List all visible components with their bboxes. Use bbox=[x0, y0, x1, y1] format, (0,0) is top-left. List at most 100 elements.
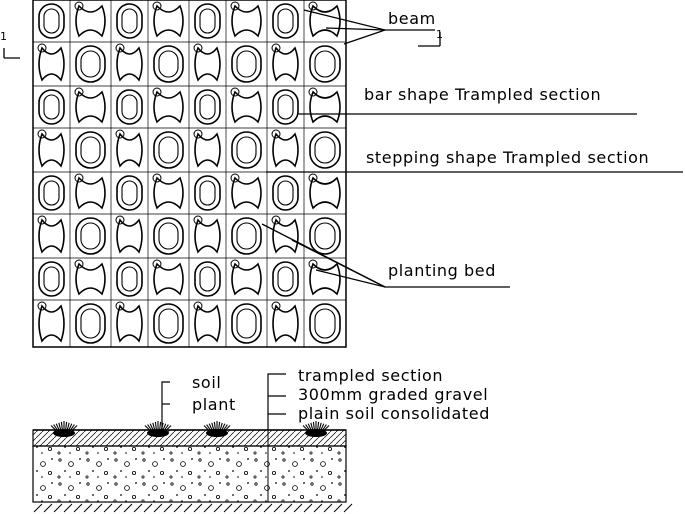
plant-leaf bbox=[213, 421, 217, 432]
plant-leaf bbox=[208, 423, 214, 432]
plant-leaf bbox=[165, 425, 172, 432]
stepping-section-label: stepping shape Trampled section bbox=[366, 148, 649, 167]
bar-shape-cell-outer bbox=[38, 175, 65, 211]
stepping-shape-cell bbox=[194, 46, 221, 82]
bar-shape-cell-inner bbox=[199, 180, 216, 206]
plant-leaf bbox=[312, 421, 316, 432]
plant-leaf bbox=[206, 424, 212, 432]
beam-node bbox=[152, 1, 162, 11]
ground-hatch-stroke bbox=[113, 503, 123, 513]
soil-leader bbox=[161, 381, 170, 430]
ground-hatch-stroke bbox=[273, 503, 283, 513]
stepping-shape-cell bbox=[231, 262, 262, 296]
stepping-shape-cell bbox=[153, 176, 184, 210]
stepping-shape-cell bbox=[194, 132, 221, 168]
ground-hatch-stroke bbox=[83, 503, 93, 513]
beam-node bbox=[37, 301, 47, 311]
beam-node bbox=[115, 43, 125, 53]
stepping-shape-cell bbox=[309, 90, 341, 124]
bar-shape-cell-inner bbox=[314, 222, 336, 250]
ground-hatch-stroke bbox=[153, 503, 163, 513]
ground-hatch-stroke bbox=[193, 503, 203, 513]
plant-leaf bbox=[158, 421, 162, 432]
bar-shape-cell-outer bbox=[309, 217, 341, 255]
trampled-label: trampled section bbox=[298, 366, 443, 385]
beam-node bbox=[308, 173, 318, 183]
beam-node bbox=[152, 259, 162, 269]
stepping-shape-cell bbox=[75, 90, 106, 124]
stepping-shape-cell bbox=[309, 176, 341, 210]
bar-shape-cell-inner bbox=[121, 8, 138, 34]
plant-leaf bbox=[69, 424, 75, 432]
ground-hatch-stroke bbox=[213, 503, 223, 513]
beam-node bbox=[230, 87, 240, 97]
bar-shape-cell-inner bbox=[314, 136, 336, 164]
beam-node bbox=[308, 259, 318, 269]
stepping-shape-cell bbox=[75, 262, 106, 296]
plant-leaf bbox=[144, 425, 151, 432]
ground-hatch-stroke bbox=[263, 503, 273, 513]
beam-node bbox=[193, 215, 203, 225]
bar-shape-cell-inner bbox=[158, 308, 179, 339]
section-mark-left: 1 bbox=[0, 30, 20, 59]
plan-view: 1 1 beam bar shape Trampled section step… bbox=[0, 0, 683, 348]
plant-root-mass bbox=[147, 429, 169, 437]
bar-shape-cell-outer bbox=[231, 217, 262, 255]
plant-leaf bbox=[147, 424, 153, 432]
bar-shape-cell-outer bbox=[194, 175, 221, 211]
bar-shape-cell-outer bbox=[231, 45, 262, 83]
stepping-shape-cell bbox=[153, 90, 184, 124]
beam-node bbox=[193, 43, 203, 53]
bar-shape-cell-inner bbox=[158, 136, 179, 164]
bar-shape-cell-inner bbox=[199, 8, 216, 34]
beam-node bbox=[74, 1, 84, 11]
planting-bed-leader bbox=[261, 223, 510, 288]
bar-shape-cell-outer bbox=[194, 261, 221, 297]
beam-node bbox=[37, 215, 47, 225]
plant-leaf bbox=[302, 425, 309, 432]
bar-shape-cell-outer bbox=[38, 89, 65, 125]
plant-leaf bbox=[316, 421, 320, 432]
ground-hatch-stroke bbox=[203, 503, 213, 513]
bar-shape-cell-inner bbox=[199, 94, 216, 120]
beam-node bbox=[37, 129, 47, 139]
plant-leaf bbox=[152, 422, 156, 432]
stepping-shape-cell bbox=[75, 4, 106, 38]
plant-root-mass bbox=[206, 429, 228, 437]
beam-node bbox=[74, 259, 84, 269]
stepping-shape-cell bbox=[38, 218, 65, 254]
stepping-shape-cell bbox=[116, 218, 143, 254]
bar-shape-cell-inner bbox=[43, 180, 60, 206]
bar-shape-cell-inner bbox=[121, 180, 138, 206]
beam-node bbox=[271, 43, 281, 53]
beam-node bbox=[230, 1, 240, 11]
bar-shape-cell-inner bbox=[236, 50, 257, 78]
stepping-shape-cell bbox=[231, 176, 262, 210]
bar-shape-cell-outer bbox=[75, 131, 106, 169]
beam-node bbox=[115, 215, 125, 225]
stepping-shape-cell bbox=[231, 4, 262, 38]
bar-shape-cell-inner bbox=[236, 222, 257, 250]
plant-leaf bbox=[211, 422, 215, 432]
beam-node bbox=[308, 1, 318, 11]
bar-shape-cell-inner bbox=[277, 94, 294, 120]
stepping-shape-cell bbox=[75, 176, 106, 210]
bar-shape-cell-inner bbox=[80, 136, 101, 164]
plant-leaf bbox=[318, 422, 322, 432]
plant-leaf bbox=[149, 423, 155, 432]
stepping-shape-cell bbox=[116, 304, 143, 343]
stepping-shape-cell bbox=[309, 4, 341, 38]
beam-leader bbox=[303, 9, 435, 45]
ground-hatch-stroke bbox=[223, 503, 233, 513]
stepping-shape-cell bbox=[38, 132, 65, 168]
plant-label: plant bbox=[192, 395, 236, 414]
ground-hatch-stroke bbox=[63, 503, 73, 513]
bar-shape-cell-outer bbox=[116, 3, 143, 39]
bar-shape-cell-inner bbox=[121, 94, 138, 120]
section-view: soil plant trampled section 300mm graded… bbox=[32, 366, 489, 513]
bar-shape-cell-outer bbox=[272, 3, 299, 39]
ground-hatch-stroke bbox=[163, 503, 173, 513]
ground-hatch-stroke bbox=[173, 503, 183, 513]
beam-node bbox=[115, 129, 125, 139]
beam-node bbox=[271, 301, 281, 311]
